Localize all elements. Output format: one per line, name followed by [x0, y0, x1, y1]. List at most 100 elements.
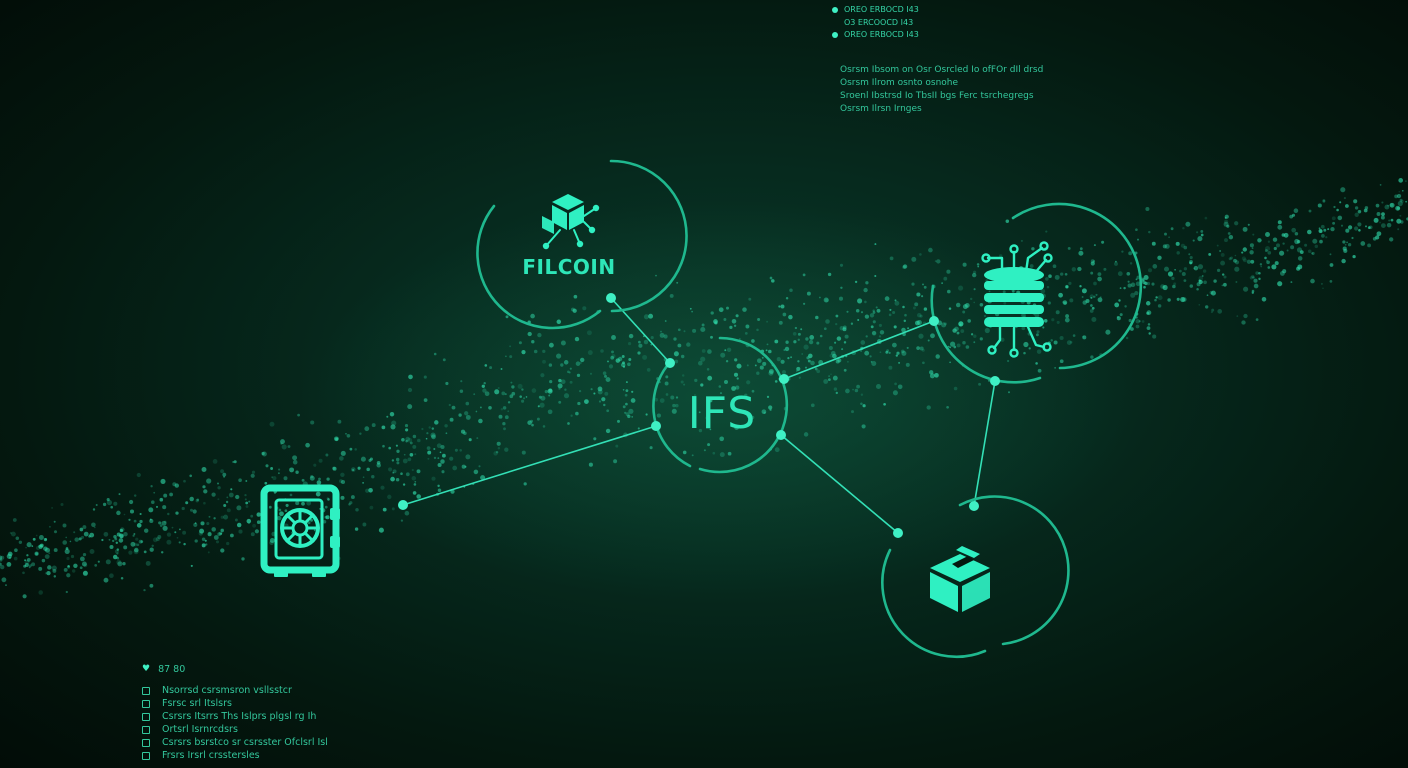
- particle-dot: [498, 414, 503, 419]
- database-node-ring[interactable]: [930, 202, 1143, 384]
- panel-list-item[interactable]: Ortsrl Isrnrcdsrs: [142, 723, 328, 736]
- particle-dot: [1189, 261, 1193, 265]
- panel-list-item[interactable]: Csrsrs Itsrrs Ths Islprs plgsl rg Ih: [142, 710, 328, 723]
- checkbox-icon[interactable]: [142, 712, 150, 721]
- particle-dot: [1047, 301, 1051, 305]
- particle-dot: [878, 323, 882, 327]
- particle-dot: [1183, 245, 1188, 250]
- particle-dot: [1321, 234, 1325, 238]
- particle-dot: [1164, 266, 1169, 272]
- particle-dot: [1068, 281, 1072, 286]
- particle-dot: [1386, 222, 1392, 228]
- particle-dot: [1134, 291, 1139, 296]
- package-node-ring[interactable]: [881, 495, 1070, 659]
- particle-dot: [449, 456, 454, 461]
- panel-list-item[interactable]: Frsrs Irsrl crsstersles: [142, 749, 328, 762]
- particle-dot: [500, 368, 503, 370]
- particle-dot: [723, 318, 727, 321]
- filcoin-node-label: FILCOIN: [522, 255, 616, 279]
- particle-dot: [313, 463, 317, 467]
- checkbox-icon[interactable]: [142, 738, 150, 747]
- particle-dot: [706, 368, 710, 371]
- particle-dot: [289, 467, 295, 473]
- particle-dot: [576, 373, 581, 378]
- particle-dot: [1242, 247, 1248, 252]
- particle-dot: [132, 534, 135, 537]
- particle-dot: [401, 438, 405, 442]
- particle-dot: [921, 348, 925, 352]
- particle-dot: [1296, 266, 1301, 271]
- particle-dot: [683, 383, 686, 386]
- particle-dot: [787, 357, 790, 360]
- particle-dot: [504, 447, 509, 452]
- panel-list-item[interactable]: Csrsrs bsrstco sr csrsster Ofclsrl Isl: [142, 736, 328, 749]
- particle-dot: [557, 383, 563, 389]
- particle-dot: [43, 546, 48, 551]
- particle-dot: [895, 354, 898, 357]
- particle-dot: [454, 448, 458, 452]
- particle-dot: [442, 358, 446, 362]
- particle-dot: [1381, 201, 1384, 204]
- checkbox-icon[interactable]: [142, 686, 150, 695]
- particle-dot: [359, 432, 362, 435]
- panel-list-item[interactable]: Nsorrsd csrsmsron vsllsstcr: [142, 684, 328, 697]
- particle-dot: [955, 302, 961, 308]
- particle-dot: [888, 365, 893, 370]
- particle-dot: [979, 303, 984, 307]
- particle-dot: [857, 298, 863, 304]
- checkbox-icon[interactable]: [142, 699, 150, 708]
- particle-dot: [120, 527, 125, 532]
- particle-dot: [256, 520, 261, 524]
- particle-dot: [52, 568, 57, 573]
- particle-dot: [245, 501, 249, 505]
- particle-dot: [946, 405, 949, 409]
- particle-dot: [297, 413, 300, 417]
- particle-dot: [846, 310, 849, 313]
- particle-dot: [751, 339, 755, 343]
- particle-dot: [531, 423, 534, 427]
- checkbox-icon[interactable]: [142, 751, 150, 760]
- particle-dot: [840, 286, 843, 289]
- particle-dot: [675, 396, 679, 399]
- particle-dot: [1200, 233, 1204, 237]
- particle-dot: [1226, 224, 1230, 228]
- particle-dot: [1020, 239, 1023, 242]
- particle-dot: [171, 526, 174, 529]
- particle-dot: [1135, 278, 1138, 281]
- particle-dot: [1135, 319, 1140, 324]
- checkbox-icon[interactable]: [142, 725, 150, 734]
- particle-dot: [118, 533, 124, 539]
- particle-dot: [1206, 294, 1209, 297]
- particle-dot: [1398, 190, 1401, 193]
- particle-dot: [948, 307, 952, 310]
- particle-dot: [1064, 272, 1068, 276]
- particle-dot: [123, 531, 128, 537]
- ifs-node-ring[interactable]: [652, 336, 789, 474]
- particle-dot: [579, 361, 582, 364]
- panel-list-item[interactable]: Fsrsc srl Itslsrs: [142, 697, 328, 710]
- particle-dot: [327, 498, 330, 501]
- particle-dot: [1308, 209, 1312, 213]
- particle-dot: [192, 509, 197, 514]
- particle-dot: [1310, 278, 1315, 284]
- particle-dot: [1085, 298, 1090, 304]
- particle-dot: [417, 438, 421, 443]
- particle-dot: [220, 548, 225, 553]
- particle-dot: [1348, 225, 1353, 230]
- particle-dot: [1067, 246, 1071, 250]
- particle-dot: [426, 446, 431, 450]
- particle-dot: [574, 336, 580, 342]
- particle-dot: [1384, 204, 1390, 210]
- particle-dot: [1170, 227, 1174, 231]
- particle-dot: [650, 336, 654, 340]
- particle-dot: [206, 521, 210, 526]
- particle-dot: [573, 294, 578, 299]
- particle-dot: [235, 494, 240, 500]
- particle-dot: [646, 368, 651, 372]
- particle-dot: [962, 304, 968, 310]
- particle-dot: [1294, 232, 1299, 236]
- particle-dot: [1197, 236, 1203, 242]
- particle-dot: [1196, 287, 1199, 291]
- particle-dot: [207, 551, 210, 554]
- particle-dot: [1327, 228, 1330, 231]
